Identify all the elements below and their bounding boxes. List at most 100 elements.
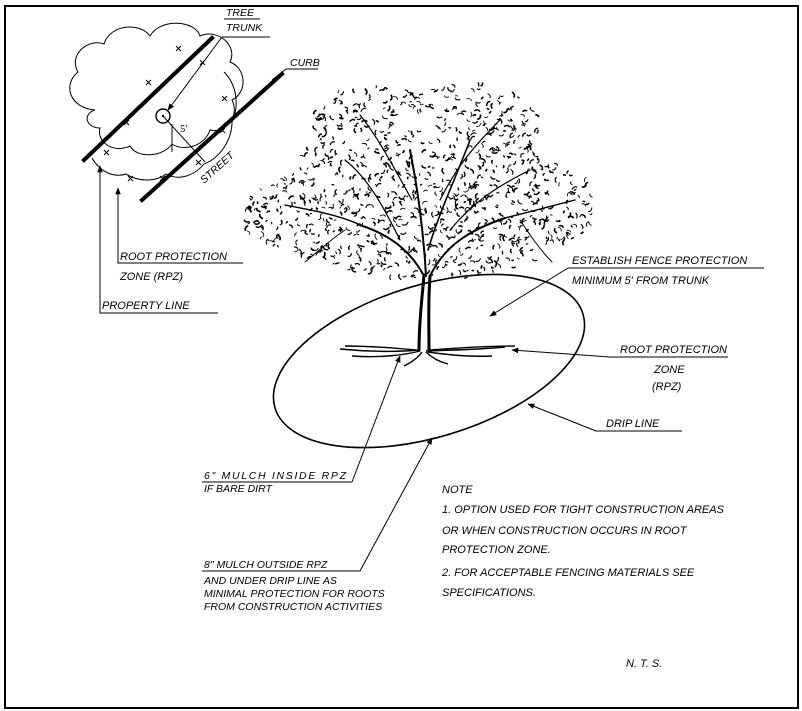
foliage-stroke — [405, 160, 411, 164]
foliage-stroke — [341, 174, 344, 178]
foliage-stroke — [259, 188, 262, 191]
foliage-stroke — [418, 93, 424, 96]
foliage-stroke — [293, 249, 299, 253]
foliage-stroke — [454, 97, 461, 101]
foliage-stroke — [435, 186, 441, 189]
foliage-stroke — [475, 101, 479, 108]
note-line-4: 2. FOR ACCEPTABLE FENCING MATERIALS SEE — [441, 567, 695, 579]
foliage-stroke — [518, 146, 522, 149]
foliage-stroke — [345, 227, 351, 231]
foliage-stroke — [528, 196, 533, 199]
foliage-stroke — [475, 197, 479, 203]
foliage-stroke — [353, 233, 360, 237]
foliage-stroke — [353, 193, 357, 198]
foliage-stroke — [538, 222, 542, 225]
foliage-stroke — [431, 244, 438, 249]
foliage-stroke — [320, 141, 326, 145]
foliage-stroke — [520, 153, 525, 155]
foliage-stroke — [393, 217, 397, 223]
foliage-stroke — [495, 148, 501, 152]
foliage-stroke — [480, 244, 484, 247]
foliage-stroke — [392, 197, 398, 201]
foliage-stroke — [305, 212, 310, 217]
foliage-stroke — [319, 138, 322, 141]
foliage-stroke — [529, 159, 535, 164]
foliage-stroke — [464, 164, 469, 169]
foliage-stroke — [309, 212, 313, 215]
foliage-stroke — [406, 259, 408, 263]
foliage-stroke — [519, 225, 523, 231]
foliage-stroke — [314, 146, 318, 153]
foliage-stroke — [509, 185, 514, 192]
foliage-stroke — [524, 236, 527, 241]
foliage-stroke — [500, 114, 504, 117]
foliage-stroke — [369, 173, 372, 180]
foliage-stroke — [458, 247, 462, 254]
foliage-stroke — [283, 182, 286, 186]
foliage-stroke — [445, 226, 449, 232]
foliage-stroke — [329, 148, 334, 153]
foliage-stroke — [450, 156, 456, 159]
foliage-stroke — [327, 243, 331, 250]
foliage-stroke — [339, 206, 342, 209]
foliage-stroke — [361, 165, 367, 168]
foliage-stroke — [383, 251, 390, 255]
foliage-stroke — [565, 232, 569, 237]
foliage-stroke — [378, 178, 381, 182]
mulch-outside-label-1: 8" MULCH OUTSIDE RPZ — [204, 559, 328, 571]
foliage-stroke — [388, 125, 393, 129]
foliage-stroke — [532, 169, 537, 172]
foliage-stroke — [325, 222, 328, 227]
foliage-stroke — [566, 206, 569, 211]
foliage-stroke — [556, 236, 558, 240]
foliage-stroke — [270, 221, 273, 225]
foliage-stroke — [337, 248, 341, 255]
foliage-stroke — [338, 200, 342, 203]
foliage-stroke — [356, 163, 359, 168]
foliage-stroke — [313, 127, 317, 132]
plan-view: 5' STREET TREE TRUNK CURB ROOT PROTECTIO… — [69, 7, 320, 314]
foliage-stroke — [458, 131, 462, 134]
foliage-stroke — [308, 178, 314, 181]
foliage-stroke — [356, 192, 360, 200]
foliage-stroke — [554, 176, 558, 184]
rpz-plan-label-1: ROOT PROTECTION — [120, 251, 227, 263]
foliage-stroke — [334, 173, 337, 176]
foliage-stroke — [403, 221, 409, 226]
foliage-stroke — [546, 237, 550, 242]
foliage-stroke — [299, 154, 304, 157]
foliage-stroke — [573, 189, 577, 192]
foliage-stroke — [300, 229, 307, 233]
foliage-stroke — [463, 217, 469, 223]
foliage-stroke — [490, 266, 495, 269]
foliage-stroke — [376, 250, 384, 253]
foliage-stroke — [383, 267, 386, 271]
foliage-stroke — [311, 197, 317, 199]
foliage-stroke — [329, 115, 334, 121]
foliage-stroke — [319, 196, 323, 202]
foliage-stroke — [488, 130, 495, 134]
foliage-stroke — [532, 217, 536, 223]
foliage-stroke — [276, 208, 279, 213]
foliage-stroke — [475, 101, 481, 104]
foliage-stroke — [458, 269, 462, 276]
foliage-stroke — [472, 239, 476, 243]
foliage-stroke — [529, 215, 533, 218]
foliage-stroke — [282, 190, 288, 193]
foliage-stroke — [343, 190, 348, 195]
foliage-stroke — [488, 256, 492, 260]
foliage-stroke — [553, 227, 558, 234]
foliage-stroke — [488, 110, 492, 114]
foliage-stroke — [382, 107, 386, 110]
foliage-stroke — [398, 200, 402, 204]
foliage-stroke — [463, 270, 467, 273]
foliage-stroke — [331, 136, 335, 141]
foliage-stroke — [475, 258, 482, 263]
foliage-stroke — [360, 107, 367, 113]
foliage-stroke — [386, 265, 393, 269]
foliage-stroke — [444, 157, 450, 162]
foliage-stroke — [391, 177, 396, 182]
foliage-stroke — [452, 195, 455, 199]
foliage-stroke — [565, 199, 569, 205]
foliage-stroke — [383, 144, 390, 148]
